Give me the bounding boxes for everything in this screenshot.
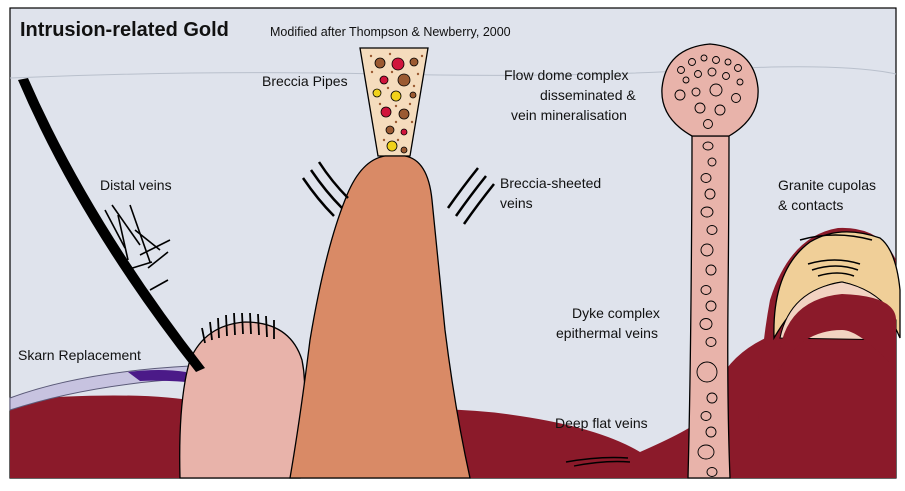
diagram-subtitle: Modified after Thompson & Newberry, 2000: [270, 25, 511, 39]
label-granite-cupolas-line1: Granite cupolas: [778, 177, 876, 193]
dyke-stem: [688, 136, 730, 478]
label-granite-cupolas-line2: & contacts: [778, 197, 843, 213]
diagram-title: Intrusion-related Gold: [20, 19, 229, 41]
label-dyke-complex-line2: epithermal veins: [556, 325, 658, 341]
label-breccia-pipes: Breccia Pipes: [262, 73, 348, 89]
label-breccia-sheeted-line1: Breccia-sheeted: [500, 175, 601, 191]
label-distal-veins: Distal veins: [100, 177, 172, 193]
label-flow-dome-line2: disseminated &: [540, 87, 636, 103]
label-dyke-complex-line1: Dyke complex: [572, 305, 660, 321]
label-skarn-replacement: Skarn Replacement: [18, 347, 141, 363]
pink-stock: [180, 322, 305, 478]
label-breccia-sheeted-line2: veins: [500, 195, 533, 211]
label-deep-flat-veins: Deep flat veins: [555, 415, 648, 431]
label-flow-dome-line1: Flow dome complex: [504, 67, 629, 83]
label-flow-dome-line3: vein mineralisation: [511, 107, 627, 123]
